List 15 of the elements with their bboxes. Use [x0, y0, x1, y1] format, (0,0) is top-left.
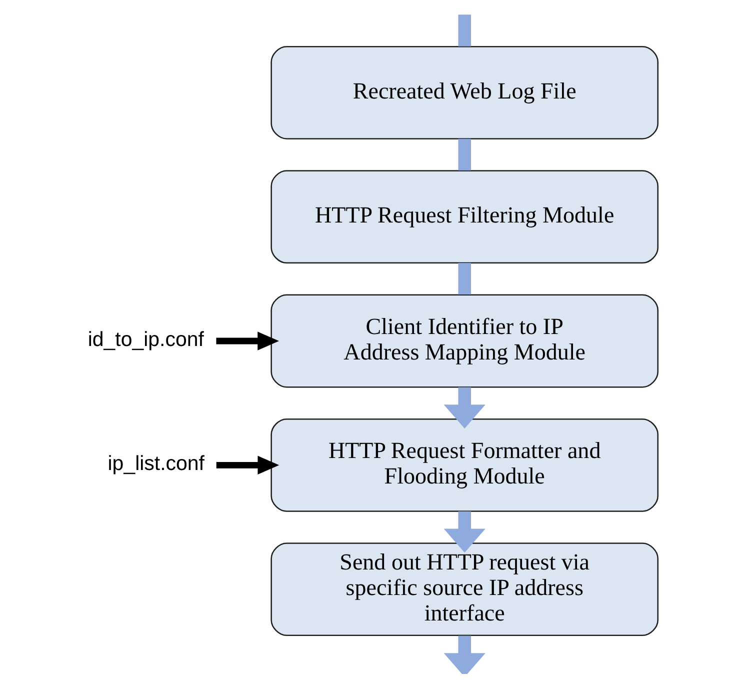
- connector: [458, 263, 470, 295]
- arrow: [216, 332, 279, 350]
- connector: [458, 14, 470, 46]
- arrow: [443, 511, 485, 553]
- node-text: id_to_ip.conf: [87, 328, 204, 351]
- node-box: HTTP Request Filtering Module: [270, 170, 658, 264]
- node-box: Client Identifier to IP Address Mapping Module: [270, 294, 658, 388]
- connector: [458, 138, 470, 170]
- arrow: [443, 387, 485, 428]
- arrow: [216, 456, 279, 475]
- arrow: [443, 636, 485, 674]
- node-box: Send out HTTP request via specific source IP address interface: [270, 542, 658, 636]
- node-text: ip_list.conf: [107, 452, 204, 476]
- node-box: HTTP Request Formatter and Flooding Module: [270, 418, 658, 512]
- node-box: Recreated Web Log File: [270, 46, 658, 140]
